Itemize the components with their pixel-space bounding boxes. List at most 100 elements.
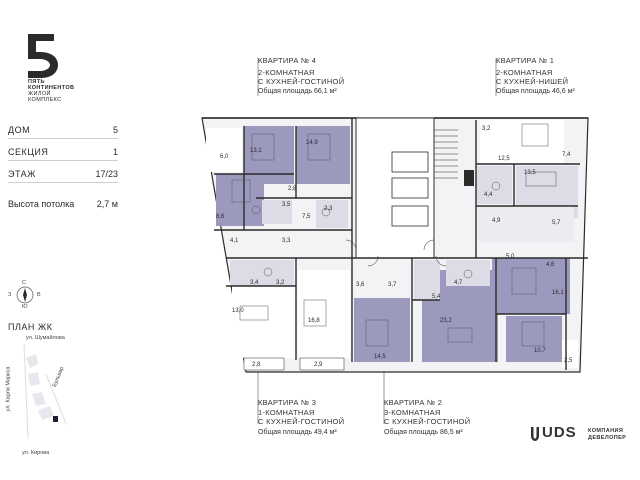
room-area: 3,6 xyxy=(356,282,365,288)
apartment-area: Общая площадь 49,4 м² xyxy=(258,429,337,436)
apartment-type: С КУХНЕЙ-ГОСТИНОЙ xyxy=(384,417,471,426)
apt3-kitchen xyxy=(298,270,350,358)
apartment-3-caption: КВАРТИРА № 3 1-КОМНАТНАЯ С КУХНЕЙ-ГОСТИН… xyxy=(258,398,368,436)
room-area: 16,8 xyxy=(308,318,320,324)
developer-sub2: ДЕВЕЛОПЕР xyxy=(588,435,627,441)
spec-label: ДОМ xyxy=(8,125,31,135)
spec-label: ЭТАЖ xyxy=(8,169,36,179)
apt4-bedroom-2 xyxy=(296,126,350,184)
compass-east: В xyxy=(37,292,41,298)
spec-row-section: СЕКЦИЯ 1 xyxy=(8,142,118,161)
logo-line3: ЖИЛОЙ КОМПЛЕКС xyxy=(28,91,62,103)
stairs xyxy=(434,129,458,179)
apartment-type: С КУХНЕЙ-НИШЕЙ xyxy=(496,77,569,86)
spec-value: 2,7 м xyxy=(96,199,118,209)
apt3-loggia-1 xyxy=(243,357,285,371)
interior-walls xyxy=(202,117,588,370)
room-area: 12,5 xyxy=(498,156,510,162)
uds-mark-icon xyxy=(531,427,539,441)
spec-value: 5 xyxy=(112,125,118,135)
furniture xyxy=(231,123,557,347)
spec-row-house: ДОМ 5 xyxy=(8,120,118,139)
room-area-labels: 6,0 13,1 14,9 2,8 8,6 3,5 2,3 7,5 4,1 3,… xyxy=(216,126,573,368)
spec-value: 17/23 xyxy=(95,169,118,179)
project-logo: ПЯТЬ КОНТИНЕНТОВ ЖИЛОЙ КОМПЛЕКС xyxy=(20,34,80,103)
apt4-living xyxy=(216,174,264,226)
apt2-bath xyxy=(446,260,490,286)
site-plan-map xyxy=(6,343,76,444)
apartment-type: 2-КОМНАТНАЯ xyxy=(258,68,315,77)
apt2-bedroom xyxy=(492,258,570,314)
apartment-type: 3-КОМНАТНАЯ xyxy=(384,408,441,417)
apartment-type: С КУХНЕЙ-ГОСТИНОЙ xyxy=(258,417,345,426)
apt4-bath xyxy=(262,200,292,224)
room-area: 7,5 xyxy=(302,214,311,220)
room-area: 7,4 xyxy=(562,152,571,158)
spec-row-ceiling: Высота потолка 2,7 м xyxy=(8,194,118,212)
room-area: 2,8 xyxy=(252,362,261,368)
site-plan-title: ПЛАН ЖК xyxy=(8,322,53,332)
elevator-1 xyxy=(391,151,429,173)
developer-name: UDS xyxy=(542,424,577,441)
spec-label: СЕКЦИЯ xyxy=(8,147,49,157)
doors xyxy=(345,239,447,267)
room-area: 5,7 xyxy=(552,220,561,226)
room-area: 2,8 xyxy=(288,186,297,192)
apt3-loggia-2 xyxy=(299,357,345,371)
room-area: 2,9 xyxy=(314,362,323,368)
apt3-living xyxy=(232,286,296,358)
room-area: 3,4 xyxy=(250,280,259,286)
room-area: 4,1 xyxy=(230,238,239,244)
apt3-bath xyxy=(230,260,294,286)
spec-row-floor: ЭТАЖ 17/23 xyxy=(8,164,118,183)
apartment-title: КВАРТИРА № 1 xyxy=(496,56,555,65)
room-area: 14,5 xyxy=(374,354,386,360)
room-area: 2,3 xyxy=(324,206,333,212)
apt1-bath xyxy=(476,166,512,204)
elevator-2 xyxy=(391,177,429,199)
room-area: 3,5 xyxy=(282,202,291,208)
apartment-title: КВАРТИРА № 4 xyxy=(258,56,317,65)
room-area: 4,4 xyxy=(484,192,493,198)
room-area: 8,6 xyxy=(216,214,225,220)
street-shumaylova: ул. Шумайлова xyxy=(26,335,65,341)
compass: С Ю З В xyxy=(6,280,44,310)
room-area: 14,9 xyxy=(306,140,318,146)
apartment-area: Общая площадь 46,6 м² xyxy=(496,88,575,95)
developer-sub1: КОМПАНИЯ xyxy=(588,428,624,434)
compass-west: З xyxy=(8,292,12,298)
developer-logo: UDS КОМПАНИЯ ДЕВЕЛОПЕР xyxy=(530,424,636,446)
room-area: 3,3 xyxy=(282,238,291,244)
elevator-3 xyxy=(391,205,429,227)
compass-north: С xyxy=(22,280,26,286)
room-area: 3,2 xyxy=(276,280,285,286)
apt2-hall xyxy=(414,260,440,300)
apartment-type: 1-КОМНАТНАЯ xyxy=(258,408,315,417)
apartment-2-caption: КВАРТИРА № 2 3-КОМНАТНАЯ С КУХНЕЙ-ГОСТИН… xyxy=(384,398,494,436)
apt4-balcony xyxy=(206,128,242,172)
apt1-hall xyxy=(478,206,574,242)
room-area: 13,5 xyxy=(524,170,536,176)
room-area: 23,2 xyxy=(440,318,452,324)
room-area: 3,7 xyxy=(388,282,397,288)
apartment-area: Общая площадь 86,5 м² xyxy=(384,429,463,436)
apartment-area: Общая площадь 66,1 м² xyxy=(258,88,337,95)
room-area: 4,9 xyxy=(492,218,501,224)
spec-value: 1 xyxy=(112,147,118,157)
logo-line2: КОНТИНЕНТОВ xyxy=(28,85,75,91)
compass-icon xyxy=(16,286,34,304)
site-map-icon xyxy=(23,343,67,440)
apartment-title: КВАРТИРА № 2 xyxy=(384,398,443,407)
street-karla-marksa: ул. Карла Маркса xyxy=(5,366,12,412)
logo-mark-icon xyxy=(28,34,58,78)
apt4-bath-2 xyxy=(316,200,348,228)
apartment-type: С КУХНЕЙ-ГОСТИНОЙ xyxy=(258,77,345,86)
room-area: 4,6 xyxy=(546,262,555,268)
apartment-type: 2-КОМНАТНАЯ xyxy=(496,68,553,77)
apartment-1-caption: КВАРТИРА № 1 2-КОМНАТНАЯ С КУХНЕЙ-НИШЕЙ … xyxy=(496,56,606,95)
room-area: 5,4 xyxy=(432,294,441,300)
spec-label: Высота потолка xyxy=(8,199,75,209)
apt2-bedroom-2 xyxy=(506,316,562,362)
room-area: 6,0 xyxy=(220,154,229,160)
logo-line1: ПЯТЬ xyxy=(28,79,45,85)
